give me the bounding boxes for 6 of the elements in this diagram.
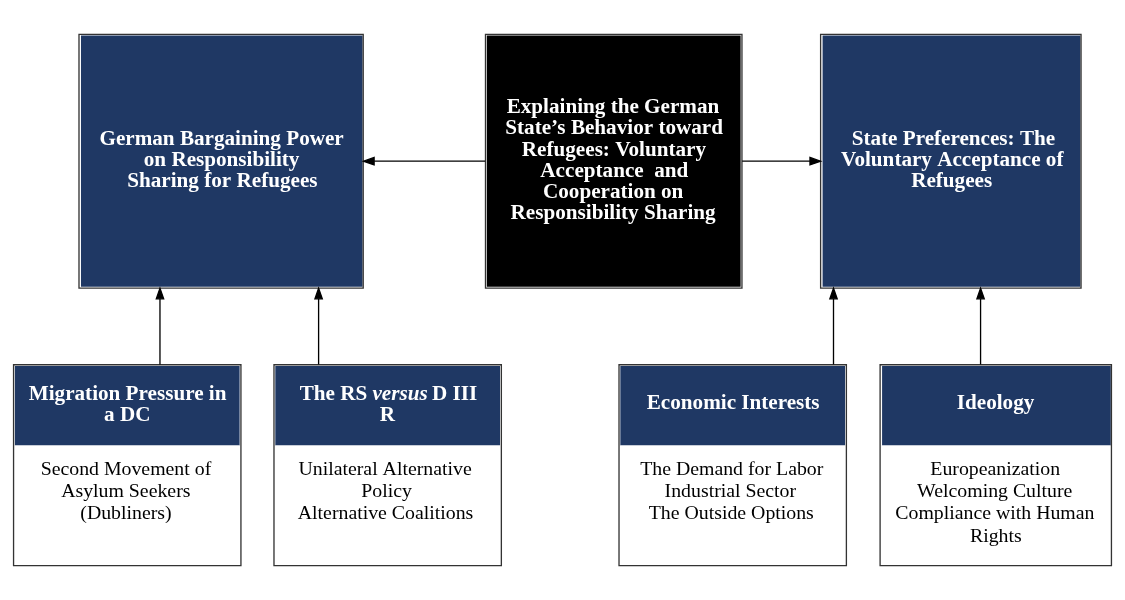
arrow <box>313 286 324 366</box>
arrow <box>741 156 823 166</box>
arrow <box>155 286 165 366</box>
arrow <box>975 286 986 366</box>
arrow <box>828 286 839 366</box>
arrow <box>361 156 486 166</box>
